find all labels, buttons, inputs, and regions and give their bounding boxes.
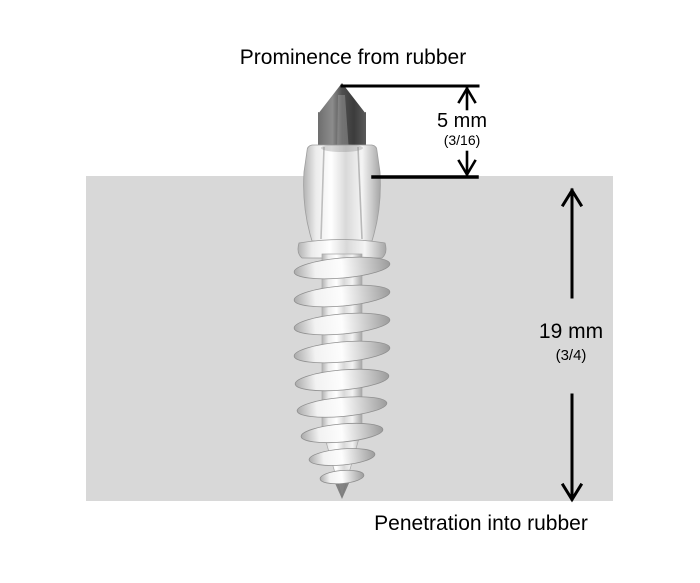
dimension-5mm-value: 5 mm — [437, 110, 487, 132]
dimension-19mm-fraction: (3/4) — [555, 347, 587, 364]
stud-flange — [297, 239, 387, 259]
dimension-19mm-value: 19 mm — [538, 320, 604, 343]
stud-threads — [293, 256, 391, 485]
arrow-19mm-down — [560, 393, 584, 503]
dimension-5mm: 5 mm (3/16) — [417, 110, 507, 148]
dimension-annotations — [340, 84, 584, 503]
prominence-label: Prominence from rubber — [239, 46, 467, 69]
dimension-5mm-fraction: (3/16) — [443, 132, 481, 148]
penetration-label: Penetration into rubber — [374, 512, 588, 535]
tire-stud-illustration — [293, 83, 391, 499]
arrow-19mm-up — [560, 187, 584, 299]
arrow-5mm-up — [457, 85, 477, 111]
dimension-19mm: 19 mm (3/4) — [521, 320, 621, 364]
arrow-5mm-down — [457, 150, 477, 178]
stud-hex-body — [303, 144, 381, 242]
